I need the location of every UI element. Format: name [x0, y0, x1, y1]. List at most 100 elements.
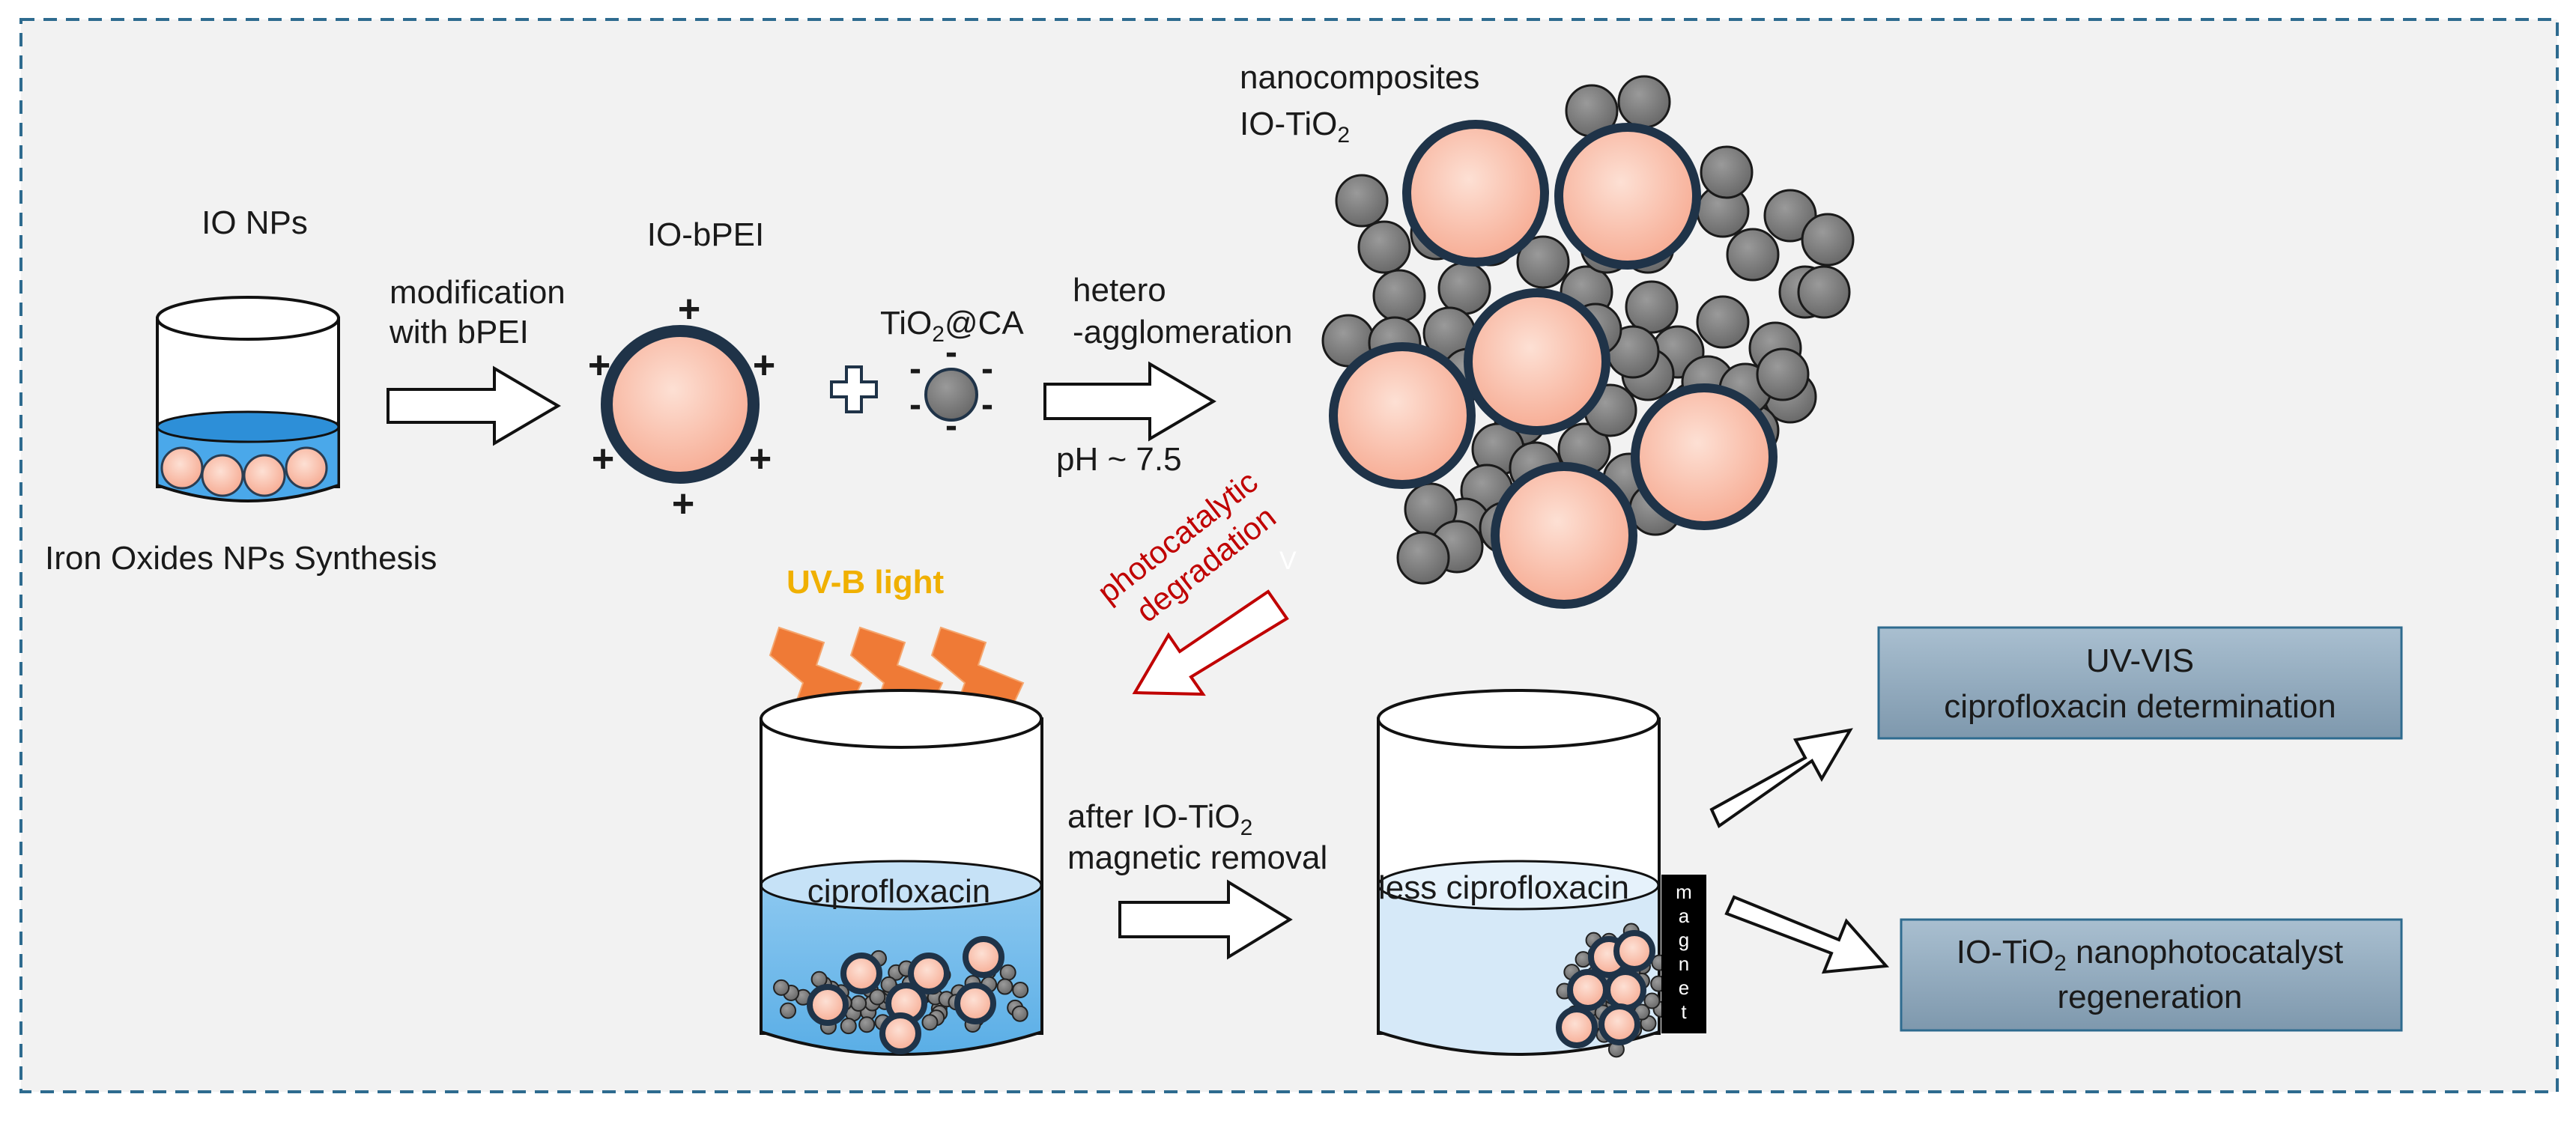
tio2-particle: [840, 1018, 857, 1035]
io-core-particle: [1613, 930, 1655, 972]
nanocomposites-label-2: IO-TiO2: [1240, 106, 1350, 148]
minus-sign: -: [981, 349, 993, 389]
io-core-particle: [879, 1012, 921, 1054]
io-bpei-label: IO-bPEI: [647, 216, 765, 253]
tio2-particle: [1437, 261, 1491, 315]
plus-sign: +: [749, 437, 772, 481]
dispersed-nanocomposites: [773, 936, 1029, 1054]
arrow-to-regeneration: [1724, 895, 1890, 974]
tio2-ca-particle: [924, 368, 978, 422]
magnet: [1661, 875, 1706, 1033]
nanocomposite-cluster: [1321, 75, 1855, 609]
modification-label-2: with bPEI: [389, 314, 529, 350]
regeneration-box: [1900, 918, 2403, 1032]
hetero-label-1: hetero: [1073, 272, 1166, 309]
synthesis-label: Iron Oxides NPs Synthesis: [45, 540, 437, 577]
after-prefix: after IO-TiO: [1067, 798, 1240, 835]
uvvis-label-1: UV-VIS: [2086, 642, 2194, 679]
tio2-particle: [869, 988, 886, 1006]
minus-sign: -: [981, 385, 993, 425]
tio2-particle: [1756, 347, 1810, 401]
tio2-particle: [1696, 295, 1750, 349]
after-sub: 2: [1240, 815, 1253, 840]
plus-sign: +: [588, 344, 610, 387]
tio2-particle: [1617, 75, 1671, 129]
tio2-charges: - - - - - -: [909, 332, 993, 446]
tio2-particle: [1335, 174, 1389, 228]
io-core-particle: [1631, 383, 1778, 530]
io-core-particle: [1567, 969, 1609, 1011]
magnet-letter: n: [1679, 953, 1689, 975]
io-core-particle: [1604, 969, 1646, 1011]
modification-label-1: modification: [390, 274, 566, 311]
regeneration-label-2: regeneration: [2057, 979, 2242, 1015]
tio2-particle: [1516, 235, 1570, 289]
uvb-label: UV-B light: [787, 564, 945, 601]
tio2-ca-prefix: TiO: [880, 305, 932, 341]
plus-sign: +: [753, 344, 775, 387]
tio2-ca-label: TiO2@CA: [880, 305, 1024, 347]
arrow-modification: [387, 365, 561, 446]
beaker-io-nps: [156, 296, 340, 502]
tio2-particle: [850, 994, 867, 1012]
tio2-particle: [1012, 981, 1029, 998]
io-core-particle: [1556, 1006, 1598, 1048]
regeneration-label-1: IO-TiO2 nanophotocatalyst: [1957, 934, 2343, 976]
hetero-label-2: -agglomeration: [1073, 314, 1293, 350]
tio2-particle: [1726, 228, 1780, 282]
arrow-hetero-agglomeration: [1043, 361, 1216, 442]
io-core-particle: [1329, 342, 1476, 489]
collected-nanocomposites: [1556, 923, 1670, 1058]
tio2-ca-sub: 2: [932, 322, 945, 347]
beaker-io-particles: [160, 446, 328, 497]
io-core-particle: [840, 953, 882, 994]
tio2-particle: [1396, 531, 1450, 585]
tio2-particle: [999, 964, 1016, 981]
magnet-letter: g: [1679, 929, 1689, 951]
nanocomposites-sub: 2: [1337, 123, 1350, 148]
plus-sign: +: [672, 482, 694, 526]
minus-sign: -: [945, 406, 957, 446]
io-nps-label: IO NPs: [201, 204, 308, 241]
box2-sub: 2: [2054, 951, 2067, 976]
nanocomposites-label-1: nanocomposites: [1240, 59, 1479, 96]
io-core-particle: [807, 984, 849, 1026]
tio2-ca-suffix: @CA: [945, 305, 1024, 341]
background-panel: [19, 18, 2559, 1093]
after-label: after IO-TiO2: [1067, 798, 1252, 840]
tio2-particle: [858, 1016, 876, 1033]
magnet-letter: m: [1676, 881, 1692, 903]
arrow-photocatalytic: [1132, 589, 1289, 696]
io-core-particle: [1464, 288, 1610, 435]
box2-suffix: nanophotocatalyst: [2067, 934, 2343, 970]
magnet-letter: a: [1679, 905, 1690, 927]
tio2-particle: [1700, 145, 1754, 199]
io-core-particle: [1598, 1003, 1640, 1045]
tio2-particle: [921, 1014, 939, 1031]
io-core-particle: [1491, 462, 1637, 609]
minus-sign: -: [945, 332, 957, 372]
io-bpei-charges: + + + + + +: [588, 288, 775, 526]
tio2-particle: [1372, 269, 1426, 323]
minus-sign: -: [909, 349, 921, 389]
tio2-particle: [1625, 280, 1679, 334]
tio2-particle: [1797, 265, 1851, 319]
magnetic-removal-label: magnetic removal: [1067, 839, 1327, 876]
plus-icon: [830, 365, 878, 413]
tio2-particle: [1801, 213, 1855, 267]
less-ciprofloxacin-label: less ciprofloxacin: [1378, 869, 1629, 906]
tio2-particle: [780, 1002, 797, 1019]
io-core-particle: [908, 953, 950, 994]
uvvis-box: [1877, 626, 2403, 740]
minus-sign: -: [909, 385, 921, 425]
arrow-to-uvvis: [1709, 728, 1853, 829]
tio2-particle: [1643, 992, 1661, 1009]
magnet-letter: e: [1679, 976, 1689, 999]
tio2-particle: [1763, 189, 1817, 243]
tio2-particle: [773, 979, 790, 996]
plus-sign: +: [678, 288, 700, 331]
uvvis-label-2: ciprofloxacin determination: [1944, 688, 2336, 725]
